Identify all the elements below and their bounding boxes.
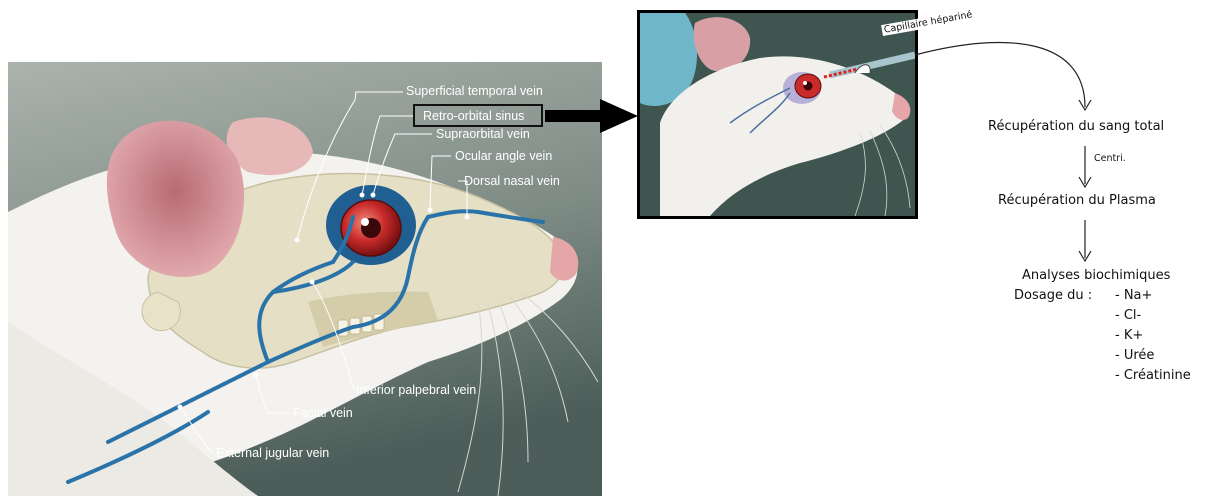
inset-retro-orbital-bleeding	[637, 10, 918, 219]
analyte-item: - Urée	[1115, 348, 1154, 363]
flow-centrifugation-note: Centri.	[1094, 153, 1126, 164]
label-dorsal-nasal-vein: Dorsal nasal vein	[464, 174, 560, 188]
flow-step-plasma: Récupération du Plasma	[998, 193, 1156, 208]
flow-step-biochemical-analyses: Analyses biochimiques	[1022, 268, 1170, 283]
label-facial-vein: Facial vein	[293, 406, 353, 420]
analyte-item: - Na+	[1115, 288, 1152, 303]
label-ocular-angle-vein: Ocular angle vein	[455, 149, 552, 163]
label-superficial-temporal-vein: Superficial temporal vein	[406, 84, 543, 98]
analyte-item: - K+	[1115, 328, 1143, 343]
analyte-item: - Créatinine	[1115, 368, 1191, 383]
flow-step-whole-blood: Récupération du sang total	[988, 119, 1164, 134]
label-external-jugular-vein: External jugular vein	[216, 446, 329, 460]
label-retro-orbital-sinus-box: Retro-orbital sinus	[413, 104, 543, 127]
analyte-item: - Cl-	[1115, 308, 1141, 323]
label-retro-orbital-sinus: Retro-orbital sinus	[423, 109, 524, 123]
flow-arrow-to-step1	[915, 42, 1085, 107]
label-supraorbital-vein: Supraorbital vein	[436, 127, 530, 141]
flow-dosage-prefix: Dosage du :	[1014, 288, 1092, 303]
label-inferior-palpebral-vein: Inferior palpebral vein	[356, 383, 476, 397]
